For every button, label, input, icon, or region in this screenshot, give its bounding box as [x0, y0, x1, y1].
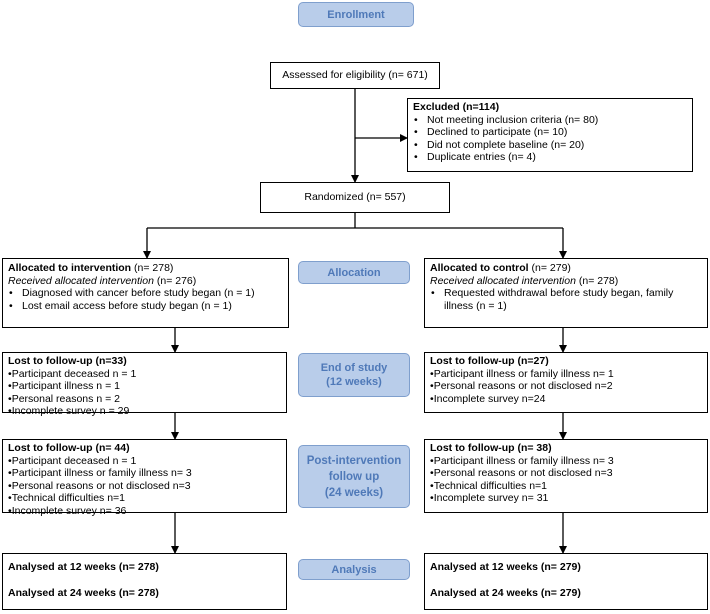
control-analysis-box: Analysed at 12 weeks (n= 279) Analysed a… [424, 553, 708, 610]
randomized-text: Randomized (n= 557) [304, 191, 406, 204]
excluded-item: Did not complete baseline (n= 20) [413, 139, 687, 152]
intervention-received-label: Received allocated intervention [8, 274, 154, 287]
intervention-analysis-box: Analysed at 12 weeks (n= 278) Analysed a… [2, 553, 287, 610]
excluded-item: Duplicate entries (n= 4) [413, 151, 687, 164]
control-lost24-list: Participant illness or family illness n=… [430, 455, 702, 505]
control-lost24-item: Incomplete survey n= 31 [430, 492, 702, 505]
control-received-label: Received allocated intervention [430, 274, 576, 287]
control-lost12-item: Incomplete survey n=24 [430, 393, 702, 406]
control-analysed24: Analysed at 24 weeks (n= 279) [430, 586, 581, 599]
intervention-analysed24: Analysed at 24 weeks (n= 278) [8, 586, 159, 599]
control-lost24-item: Technical difficulties n=1 [430, 480, 702, 493]
control-allocation-box: Allocated to control (n= 279) Received a… [424, 258, 708, 328]
stage-enrollment-label: Enrollment [327, 8, 385, 21]
intervention-received-n: (n= 276) [153, 274, 197, 287]
control-lost12-item: Participant illness or family illness n=… [430, 368, 702, 381]
intervention-lost24-item: Incomplete survey n= 36 [8, 505, 281, 518]
stage-analysis: Analysis [298, 559, 410, 580]
assessed-box: Assessed for eligibility (n= 671) [270, 62, 440, 89]
excluded-box: Excluded (n=114) Not meeting inclusion c… [407, 98, 693, 172]
intervention-allocation-item: Lost email access before study began (n … [8, 300, 283, 313]
intervention-lost24-item: Technical difficulties n=1 [8, 492, 281, 505]
control-allocated-n: (n= 279) [528, 262, 571, 274]
randomized-box: Randomized (n= 557) [260, 182, 450, 213]
control-lost12-title: Lost to follow-up (n=27) [430, 355, 549, 367]
stage-post-line2: follow up [328, 470, 380, 483]
stage-end-of-study-line2: (12 weeks) [326, 376, 382, 388]
stage-post-intervention: Post-intervention follow up (24 weeks) [298, 445, 410, 508]
intervention-allocated-label: Allocated to intervention [8, 262, 132, 274]
intervention-lost12-item: Participant illness n = 1 [8, 380, 281, 393]
control-lost24-box: Lost to follow-up (n= 38) Participant il… [424, 439, 708, 513]
intervention-lost24-item: Personal reasons or not disclosed n=3 [8, 480, 281, 493]
intervention-allocated-n: (n= 278) [131, 262, 174, 274]
control-analysed12: Analysed at 12 weeks (n= 279) [430, 561, 581, 573]
excluded-item: Declined to participate (n= 10) [413, 126, 687, 139]
intervention-allocation-item: Diagnosed with cancer before study began… [8, 287, 283, 300]
intervention-lost24-item: Participant illness or family illness n=… [8, 467, 281, 480]
control-lost12-box: Lost to follow-up (n=27) Participant ill… [424, 352, 708, 413]
intervention-lost24-title: Lost to follow-up (n= 44) [8, 442, 130, 454]
intervention-lost12-item: Personal reasons n = 2 [8, 393, 281, 406]
control-lost24-item: Participant illness or family illness n=… [430, 455, 702, 468]
stage-end-of-study-line1: End of study [320, 362, 388, 374]
intervention-lost24-box: Lost to follow-up (n= 44) Participant de… [2, 439, 287, 517]
stage-post-line1: Post-intervention [306, 454, 402, 467]
stage-allocation: Allocation [298, 261, 410, 284]
intervention-allocation-box: Allocated to intervention (n= 278) Recei… [2, 258, 289, 328]
intervention-analysed12: Analysed at 12 weeks (n= 278) [8, 561, 159, 573]
intervention-lost24-item: Participant deceased n = 1 [8, 455, 281, 468]
control-allocation-item: Requested withdrawal before study began,… [430, 287, 702, 312]
control-allocated-label: Allocated to control [430, 262, 529, 274]
excluded-list: Not meeting inclusion criteria (n= 80) D… [413, 114, 687, 164]
assessed-text: Assessed for eligibility (n= 671) [282, 69, 428, 82]
control-received-n: (n= 278) [575, 274, 619, 287]
intervention-lost12-item: Participant deceased n = 1 [8, 368, 281, 381]
excluded-title: Excluded (n=114) [413, 101, 500, 113]
intervention-lost24-list: Participant deceased n = 1 Participant i… [8, 455, 281, 518]
control-allocation-list: Requested withdrawal before study began,… [430, 287, 702, 312]
intervention-lost12-box: Lost to follow-up (n=33) Participant dec… [2, 352, 287, 417]
control-lost24-item: Personal reasons or not disclosed n=3 [430, 467, 702, 480]
stage-allocation-label: Allocation [327, 266, 381, 279]
control-lost12-list: Participant illness or family illness n=… [430, 368, 702, 406]
excluded-item: Not meeting inclusion criteria (n= 80) [413, 114, 687, 127]
intervention-allocation-list: Diagnosed with cancer before study began… [8, 287, 283, 312]
stage-analysis-label: Analysis [331, 563, 377, 576]
control-lost24-title: Lost to follow-up (n= 38) [430, 442, 552, 454]
intervention-lost12-title: Lost to follow-up (n=33) [8, 355, 127, 367]
control-lost12-item: Personal reasons or not disclosed n=2 [430, 380, 702, 393]
intervention-lost12-item: Incomplete survey n = 29 [8, 405, 281, 418]
stage-end-of-study: End of study (12 weeks) [298, 353, 410, 397]
intervention-lost12-list: Participant deceased n = 1 Participant i… [8, 368, 281, 418]
stage-enrollment: Enrollment [298, 2, 414, 27]
stage-post-line3: (24 weeks) [324, 486, 384, 499]
